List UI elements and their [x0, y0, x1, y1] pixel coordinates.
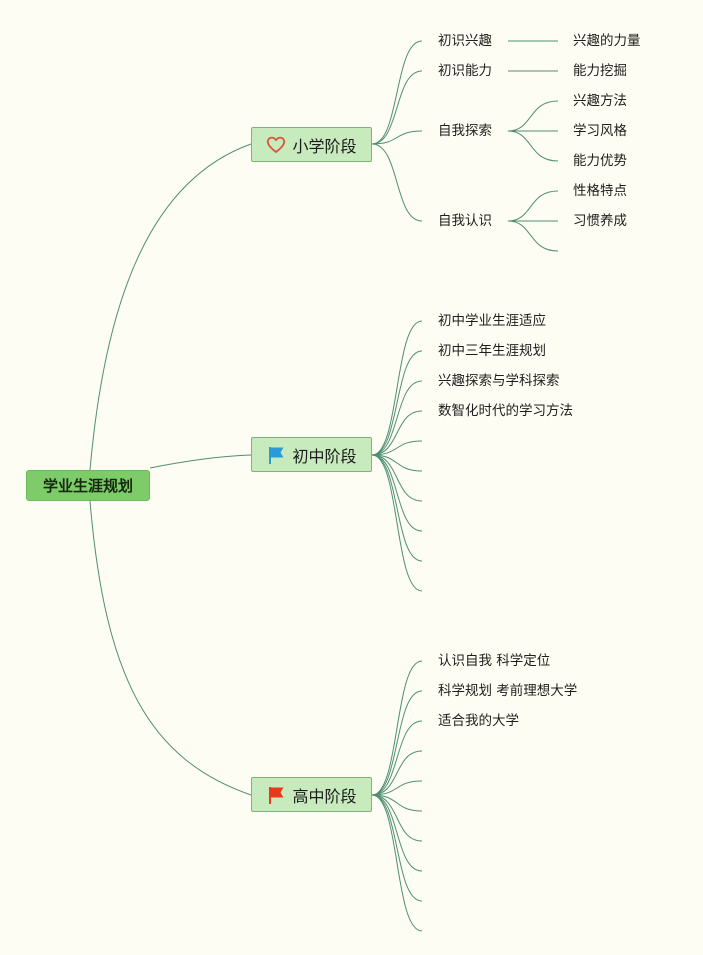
topic-node[interactable]: 自我认识 — [438, 213, 492, 229]
root-connector — [149, 454, 252, 469]
topic-connector — [371, 70, 423, 145]
topic-connector — [371, 454, 423, 592]
root-node[interactable]: 学业生涯规划 — [26, 470, 150, 501]
subtopic-node[interactable]: 学习风格 — [573, 123, 627, 139]
stage-node-primary[interactable]: 小学阶段 — [251, 127, 372, 162]
topic-node[interactable]: 适合我的大学 — [438, 713, 519, 729]
subtopic-connector — [507, 220, 559, 252]
topic-connector — [371, 794, 423, 872]
stage-node-middle[interactable]: 初中阶段 — [251, 437, 372, 472]
topic-node[interactable]: 初识兴趣 — [438, 33, 492, 49]
subtopic-connector — [507, 130, 559, 162]
root-connector — [89, 143, 252, 471]
topic-connector — [371, 720, 423, 796]
topic-connector — [371, 410, 423, 456]
stage-label: 高中阶段 — [292, 786, 357, 806]
subtopic-node[interactable]: 兴趣方法 — [573, 93, 627, 109]
stage-label: 小学阶段 — [292, 136, 357, 156]
root-label: 学业生涯规划 — [42, 477, 133, 495]
root-connector — [89, 500, 252, 796]
topic-connector — [371, 690, 423, 796]
subtopic-node[interactable]: 能力挖掘 — [573, 63, 627, 79]
topic-connector — [371, 320, 423, 456]
topic-connector — [371, 454, 423, 472]
topic-node[interactable]: 科学规划 考前理想大学 — [438, 683, 578, 699]
topic-node[interactable]: 兴趣探索与学科探索 — [438, 373, 560, 389]
heart-icon — [266, 135, 286, 155]
topic-connector — [371, 454, 423, 502]
topic-node[interactable]: 初识能力 — [438, 63, 492, 79]
subtopic-node[interactable]: 能力优势 — [573, 153, 627, 169]
subtopic-connector — [507, 100, 559, 132]
topic-connector — [371, 660, 423, 796]
topic-connector — [371, 40, 423, 145]
subtopic-node[interactable]: 习惯养成 — [573, 213, 627, 229]
topic-connector — [371, 794, 423, 842]
topic-connector — [371, 750, 423, 796]
topic-node[interactable]: 数智化时代的学习方法 — [438, 403, 573, 419]
topic-connector — [371, 794, 423, 932]
topic-connector — [371, 780, 423, 796]
subtopic-node[interactable]: 兴趣的力量 — [573, 33, 641, 49]
topic-connector — [371, 794, 423, 812]
topic-node[interactable]: 自我探索 — [438, 123, 492, 139]
topic-connector — [371, 143, 423, 222]
subtopic-node[interactable]: 性格特点 — [573, 183, 627, 199]
topic-connector — [371, 454, 423, 532]
topic-connector — [371, 130, 423, 145]
topic-node[interactable]: 初中三年生涯规划 — [438, 343, 546, 359]
topic-node[interactable]: 认识自我 科学定位 — [438, 653, 551, 669]
topic-connector — [371, 380, 423, 456]
stage-node-high[interactable]: 高中阶段 — [251, 777, 372, 812]
red-flag-icon — [266, 785, 286, 805]
subtopic-connector — [507, 190, 559, 222]
topic-connector — [371, 350, 423, 456]
topic-connector — [371, 440, 423, 456]
stage-label: 初中阶段 — [292, 446, 357, 466]
topic-node[interactable]: 初中学业生涯适应 — [438, 313, 546, 329]
blue-flag-icon — [266, 445, 286, 465]
